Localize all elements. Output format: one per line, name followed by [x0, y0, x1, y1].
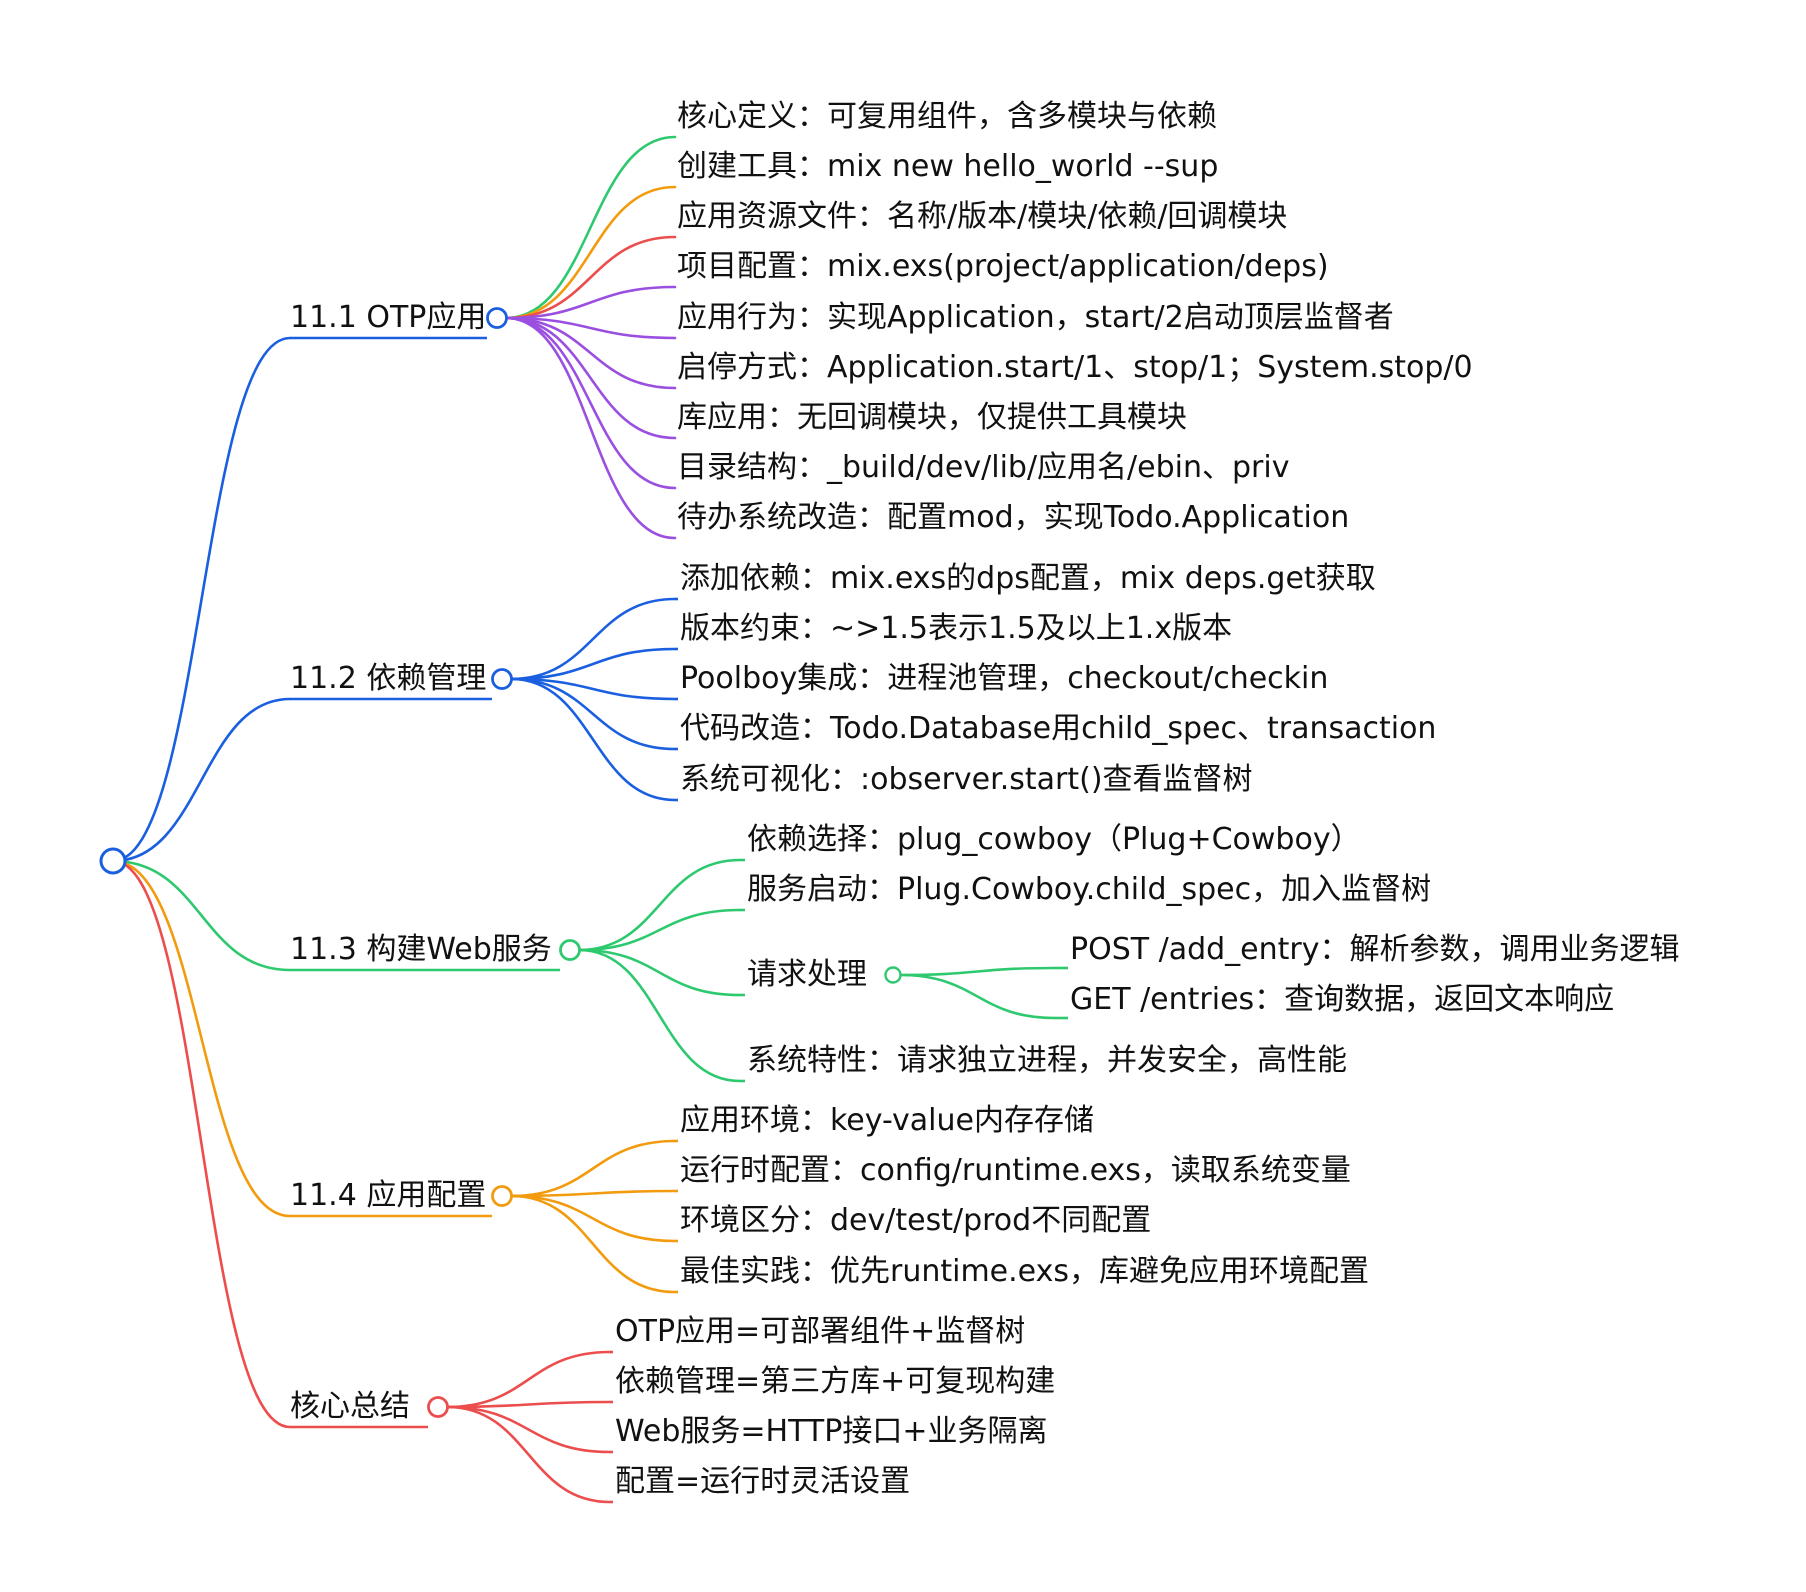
subchild-connector [898, 973, 1057, 1020]
branch-label: 11.4 应用配置 [290, 1178, 487, 1213]
root-branch-connector [111, 859, 292, 1429]
child-label: 运行时配置：config/runtime.exs，读取系统变量 [680, 1153, 1351, 1188]
branch-toggle-circle[interactable] [559, 939, 581, 961]
branch-toggle-circle[interactable] [486, 307, 508, 329]
subchild-connector [898, 966, 1057, 977]
child-connector [509, 647, 677, 681]
child-connector [445, 1400, 612, 1409]
subchild-label: POST /add_entry：解析参数，调用业务逻辑 [1070, 932, 1680, 967]
child-connector [504, 316, 677, 390]
child-label: 库应用：无回调模块，仅提供工具模块 [677, 400, 1187, 435]
root-branch-connector [111, 859, 292, 972]
child-connector [509, 677, 677, 751]
child-connector [445, 1405, 612, 1504]
child-label: 依赖管理=第三方库+可复现构建 [615, 1364, 1056, 1399]
branch-label: 11.2 依赖管理 [290, 661, 487, 696]
branch-toggle-circle[interactable] [491, 1185, 513, 1207]
child-label: 服务启动：Plug.Cowboy.child_spec，加入监督树 [747, 872, 1432, 907]
child-connector [509, 1194, 677, 1294]
child-label: 系统可视化：:observer.start()查看监督树 [680, 762, 1253, 797]
child-connector [504, 316, 677, 440]
child-label: Poolboy集成：进程池管理，checkout/checkin [680, 661, 1329, 696]
child-connector [509, 1139, 677, 1198]
branch-label: 11.3 构建Web服务 [290, 932, 552, 967]
child-label: 创建工具：mix new hello_world --sup [677, 149, 1219, 184]
child-connector [504, 235, 677, 320]
child-label: 系统特性：请求独立进程，并发安全，高性能 [747, 1043, 1347, 1078]
child-connector [577, 948, 742, 997]
child-connector [577, 948, 742, 1083]
child-connector [504, 135, 677, 320]
subnode-toggle-circle[interactable] [884, 966, 902, 984]
child-label: 环境区分：dev/test/prod不同配置 [680, 1203, 1152, 1238]
child-label: 依赖选择：plug_cowboy（Plug+Cowboy） [747, 822, 1361, 857]
root-node-circle[interactable] [99, 847, 127, 875]
root-branch-connector [111, 336, 292, 863]
child-label: 配置=运行时灵活设置 [615, 1464, 911, 1499]
child-label: 目录结构：_build/dev/lib/应用名/ebin、priv [677, 450, 1290, 485]
root-branch-connector [111, 859, 292, 1218]
child-label: 应用行为：实现Application，start/2启动顶层监督者 [677, 300, 1394, 335]
child-label: 应用环境：key-value内存存储 [680, 1103, 1094, 1138]
child-connector [509, 1189, 677, 1198]
child-label: 核心定义：可复用组件，含多模块与依赖 [677, 99, 1217, 134]
child-connector [504, 316, 677, 340]
child-connector [504, 185, 677, 320]
child-connector [577, 908, 742, 952]
child-connector [509, 597, 677, 681]
subchild-label: GET /entries：查询数据，返回文本响应 [1070, 982, 1615, 1017]
child-label: OTP应用=可部署组件+监督树 [615, 1314, 1026, 1349]
child-label: 启停方式：Application.start/1、stop/1；System.s… [677, 350, 1473, 385]
child-label: 添加依赖：mix.exs的dps配置，mix deps.get获取 [680, 561, 1376, 596]
child-label: 请求处理 [747, 957, 867, 992]
child-connector [577, 858, 742, 952]
child-label: 版本约束：~>1.5表示1.5及以上1.x版本 [680, 611, 1233, 646]
child-connector [445, 1405, 612, 1454]
child-label: Web服务=HTTP接口+业务隔离 [615, 1414, 1048, 1449]
child-connector [504, 316, 677, 540]
child-label: 应用资源文件：名称/版本/模块/依赖/回调模块 [677, 199, 1288, 234]
child-connector [445, 1350, 612, 1409]
branch-toggle-circle[interactable] [427, 1396, 449, 1418]
root-branch-connector [111, 697, 292, 863]
child-connector [504, 285, 677, 320]
child-connector [509, 677, 677, 802]
child-connector [509, 677, 677, 701]
child-connector [509, 1194, 677, 1243]
child-label: 待办系统改造：配置mod，实现Todo.Application [677, 500, 1350, 535]
branch-label: 核心总结 [290, 1389, 410, 1424]
branch-label: 11.1 OTP应用 [290, 300, 487, 335]
child-connector [504, 316, 677, 490]
child-label: 代码改造：Todo.Database用child_spec、transactio… [680, 711, 1437, 746]
child-label: 最佳实践：优先runtime.exs，库避免应用环境配置 [680, 1254, 1369, 1289]
child-label: 项目配置：mix.exs(project/application/deps) [677, 249, 1329, 284]
branch-toggle-circle[interactable] [491, 668, 513, 690]
